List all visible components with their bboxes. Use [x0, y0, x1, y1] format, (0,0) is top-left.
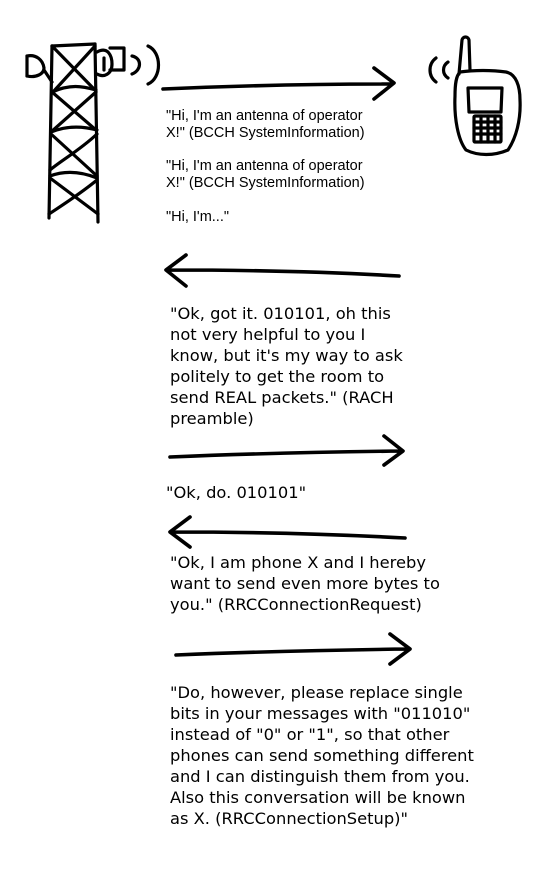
rach-preamble-message: "Ok, got it. 010101, oh this not very he…	[170, 304, 403, 428]
rach-response-message: "Ok, do. 010101"	[166, 483, 307, 502]
arrow-to-phone-1	[161, 66, 396, 101]
arrow-to-phone-3	[174, 632, 412, 666]
bcch-message-2: "Hi, I'm an antenna of operator X!" (BCC…	[166, 158, 365, 191]
arrow-to-phone-2	[168, 434, 405, 467]
bcch-message-3: "Hi, I'm..."	[166, 209, 230, 225]
antenna-tower-icon	[25, 42, 161, 224]
rrc-connection-setup-message: "Do, however, please replace single bits…	[170, 683, 474, 828]
arrow-to-tower-1	[164, 253, 401, 288]
rrc-connection-request-message: "Ok, I am phone X and I hereby want to s…	[170, 553, 440, 614]
bcch-message-1: "Hi, I'm an antenna of operator X!" (BCC…	[166, 108, 365, 141]
arrow-to-tower-2	[168, 515, 407, 549]
mobile-phone-icon	[428, 35, 522, 157]
